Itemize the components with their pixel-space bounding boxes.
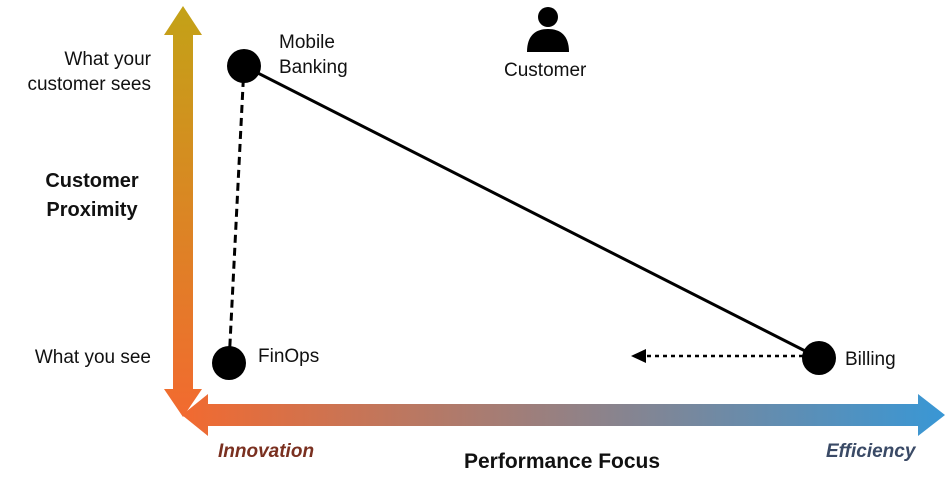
mobile-banking-to-billing-line — [243, 64, 820, 360]
x-axis-right-label: Efficiency — [826, 441, 916, 462]
x-axis-arrow — [182, 394, 945, 436]
customer-label: Customer — [504, 60, 587, 81]
person-icon — [527, 7, 569, 52]
y-axis-top-label: What your customer sees — [27, 49, 151, 95]
y-axis-bottom-label: What you see — [34, 347, 151, 368]
y-axis-arrow — [164, 6, 202, 417]
x-axis-left-label: Innovation — [218, 441, 315, 462]
finops-label: FinOps — [258, 346, 320, 367]
finops-node — [212, 346, 246, 380]
mobile-banking-to-finops-line — [227, 65, 246, 364]
billing-label: Billing — [845, 349, 896, 370]
x-axis-title: Performance Focus — [464, 450, 661, 473]
billing-node — [802, 341, 836, 375]
billing-movement-arrowhead — [631, 349, 646, 363]
mobile-banking-node — [227, 49, 261, 83]
y-axis-title: Customer Proximity — [45, 170, 139, 221]
mobile-banking-label: Mobile Banking — [279, 32, 348, 78]
